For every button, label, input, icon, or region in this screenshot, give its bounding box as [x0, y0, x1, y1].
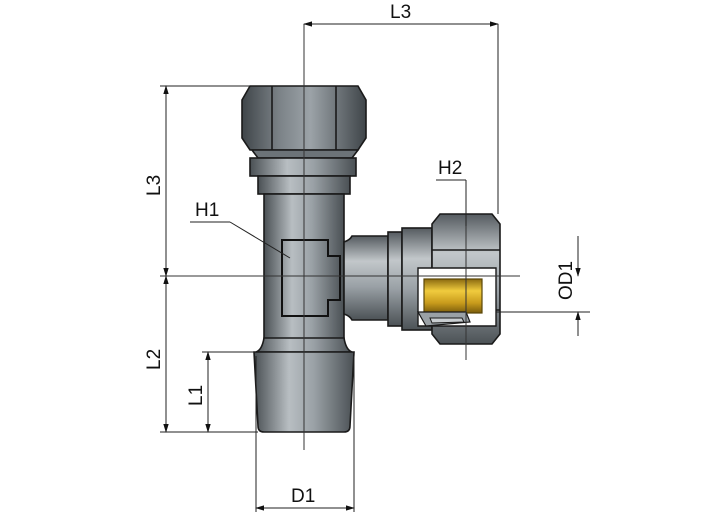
- label-h1: H1: [195, 200, 219, 221]
- dimension-l2: L2: [144, 275, 258, 433]
- internal-socket-outline: [281, 239, 341, 317]
- brass-sleeve-cutaway: [416, 267, 497, 327]
- side-branch: [343, 227, 433, 331]
- dimension-l3-top: L3: [303, 2, 499, 214]
- label-d1: D1: [291, 486, 315, 507]
- dimension-l3-left: L3: [144, 85, 250, 277]
- top-collar: [249, 157, 357, 195]
- dimension-d1: D1: [255, 356, 355, 512]
- label-l3-left: L3: [144, 175, 165, 196]
- label-od1: OD1: [556, 261, 577, 300]
- leader-h1: H1: [190, 200, 291, 259]
- dimension-od1: OD1: [496, 236, 590, 336]
- leader-h2: H2: [436, 158, 467, 226]
- label-l1: L1: [186, 385, 207, 406]
- label-l2: L2: [144, 349, 165, 370]
- label-h2: H2: [438, 158, 462, 179]
- label-l3-top: L3: [390, 2, 411, 23]
- dimension-l1: L1: [186, 351, 256, 433]
